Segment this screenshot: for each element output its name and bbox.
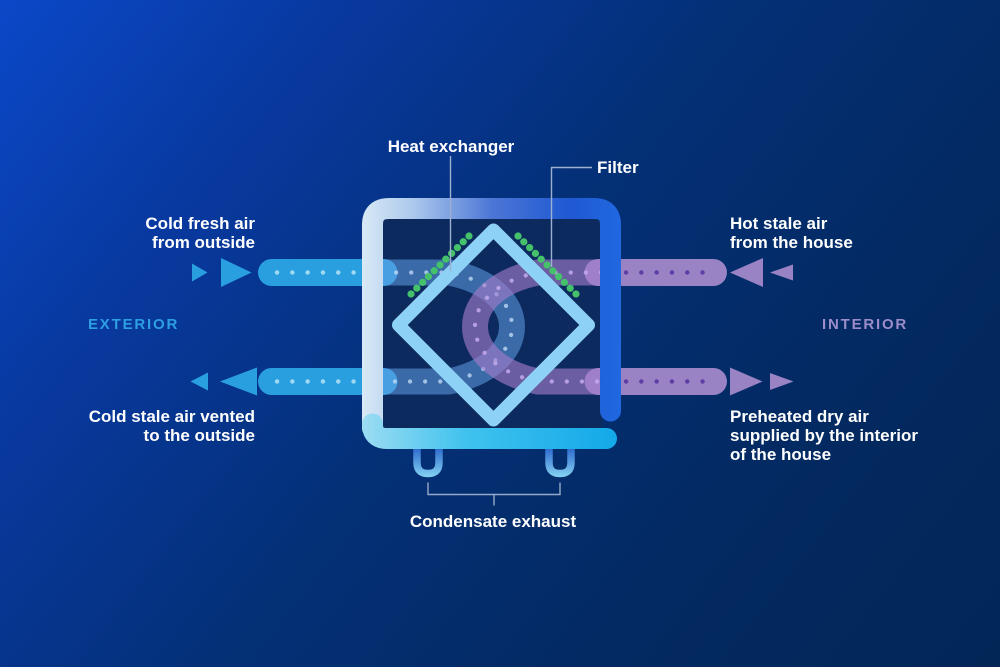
arrow-left-large-icon [220,367,257,396]
arrow-right-large-icon [221,258,252,287]
intake-arrows [192,258,252,287]
filter-dots [407,232,580,298]
arrow-left-small-icon [190,372,208,391]
condensate-bracket [427,482,561,506]
filter-dots-right [514,232,580,298]
preheated-air-label: Preheated dry air supplied by the interi… [730,407,918,464]
vent-arrows [190,367,257,396]
arrow-right-large-icon [730,367,763,396]
condensate-exhaust-label: Condensate exhaust [409,512,577,531]
frame-sides-top [362,198,621,439]
condensate-legs [413,447,575,478]
extract-arrows [730,258,793,287]
condensate-leg-right [545,447,575,478]
heat-exchanger-label: Heat exchanger [387,137,515,156]
flow-dots [378,270,515,384]
hrv-unit-frame [362,198,621,449]
hrv-unit-interior [380,216,602,431]
arrow-left-large-icon [730,258,763,287]
flow-cross-cold [378,259,525,395]
heat-exchanger-core [392,223,595,427]
interior-zone-label: INTERIOR [822,316,909,333]
arrow-left-small-icon [770,264,793,281]
arrow-right-small-icon [192,263,208,282]
filter-pointer-line [550,166,592,267]
cold-fresh-air-label: Cold fresh air from outside [145,214,255,252]
filter-label: Filter [597,158,639,177]
frame-bottom-bar [362,413,617,449]
supply-arrows [730,367,794,396]
cold-stale-air-label: Cold stale air vented to the outside [88,407,255,445]
exterior-zone-label: EXTERIOR [88,316,180,333]
hot-stale-air-label: Hot stale air from the house [730,214,853,252]
flow-cross-warm [462,259,604,395]
condensate-leg-left [413,447,443,478]
arrow-right-small-icon [770,373,794,390]
flow-dots [472,270,604,384]
filter-dots-left [407,232,473,298]
